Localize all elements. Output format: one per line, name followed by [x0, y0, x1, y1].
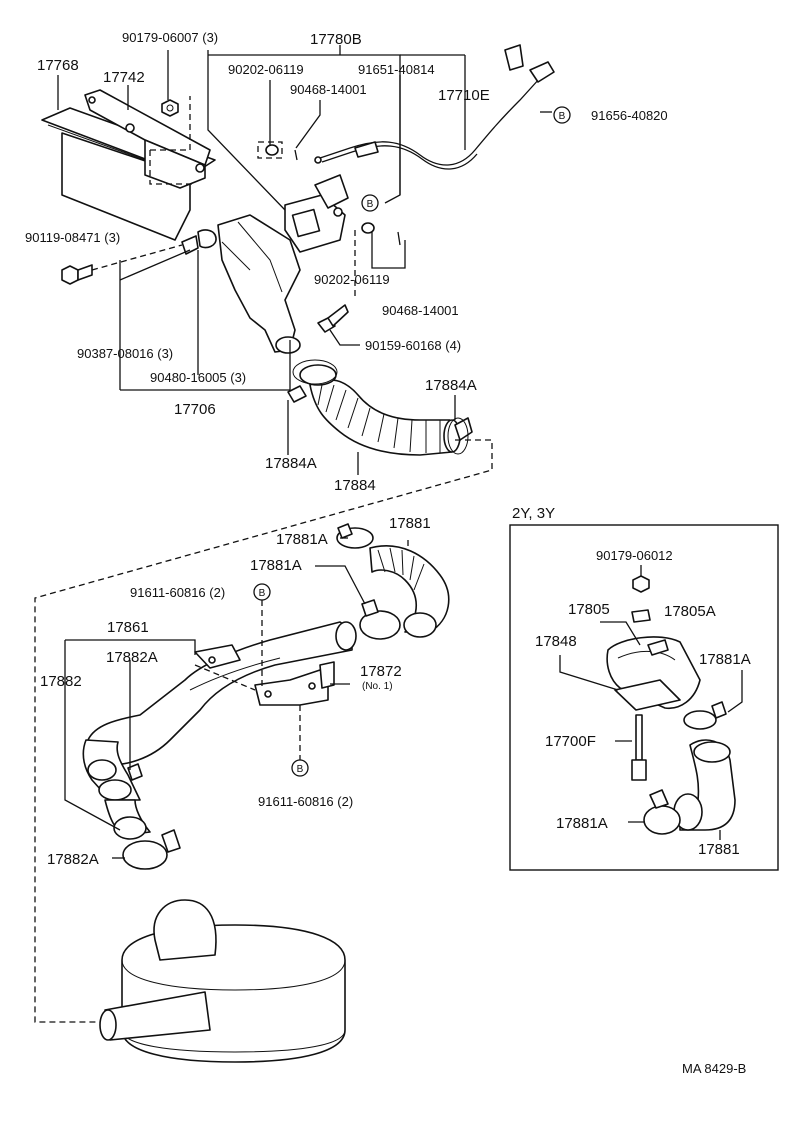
- clamp-17881A-a: [336, 523, 374, 549]
- reference-code: MA 8429-B: [682, 1061, 746, 1076]
- resonator-17861: [87, 621, 357, 766]
- label-90468-14001-top: 90468-14001: [290, 82, 367, 97]
- label-17884: 17884: [334, 477, 376, 494]
- label-17882A-top: 17882A: [106, 649, 158, 666]
- flange-bracket: [194, 644, 241, 669]
- washer-90202-06119-mid: [361, 222, 375, 234]
- label-90468-14001-mid: 90468-14001: [382, 303, 459, 318]
- label-17706: 17706: [174, 401, 216, 418]
- label-17881-inset: 17881: [698, 841, 740, 858]
- bracket-17742: [84, 89, 211, 189]
- marker-b-lower-bot: B: [291, 759, 309, 777]
- svg-text:B: B: [297, 764, 304, 775]
- label-17881A-inset-top: 17881A: [699, 651, 751, 668]
- stud-17700F: [631, 714, 647, 781]
- label-90179-06012: 90179-06012: [596, 548, 673, 563]
- marker-b-lower-top: B: [253, 583, 271, 601]
- marker-b-top-right: B: [553, 106, 571, 124]
- label-17884A-left: 17884A: [265, 455, 317, 472]
- svg-text:B: B: [259, 588, 266, 599]
- label-17882A-bot: 17882A: [47, 851, 99, 868]
- cable-17710E: [314, 44, 555, 170]
- nut-90179-06007: [161, 99, 179, 117]
- label-17848: 17848: [535, 633, 577, 650]
- clamp-17882A-top: [127, 763, 143, 781]
- svg-text:B: B: [559, 111, 566, 122]
- gasket-17848: [614, 679, 681, 711]
- label-91611-60816-bot: 91611-60816 (2): [258, 794, 353, 809]
- svg-text:B: B: [367, 199, 374, 210]
- hose-17881-inset: [673, 739, 736, 831]
- label-17710E: 17710E: [438, 87, 490, 104]
- label-90179-06007: 90179-06007 (3): [122, 30, 218, 45]
- label-17881-top: 17881: [389, 515, 431, 532]
- hose-17881-main: [369, 545, 450, 638]
- label-17882: 17882: [40, 673, 82, 690]
- label-17742: 17742: [103, 69, 145, 86]
- inset-title: 2Y, 3Y: [512, 505, 555, 522]
- air-cleaner-housing: [99, 899, 346, 1063]
- label-17881A-b: 17881A: [250, 557, 302, 574]
- label-17881A-a: 17881A: [276, 531, 328, 548]
- label-17872: 17872: [360, 663, 402, 680]
- clamp-17884A-left: [287, 359, 338, 403]
- clamp-17882A-bot: [122, 829, 181, 870]
- clamp-17881A-inset-top: [683, 701, 727, 730]
- label-17805: 17805: [568, 601, 610, 618]
- cushion-17805A: [631, 609, 651, 623]
- grommet-90480-16005: [197, 229, 217, 249]
- label-90119-08471: 90119-08471 (3): [25, 230, 120, 245]
- nut-90179-06012: [632, 575, 650, 593]
- label-90387-08016: 90387-08016 (3): [77, 346, 173, 361]
- label-17884A-right: 17884A: [425, 377, 477, 394]
- clamp-17884A-right: [447, 417, 473, 455]
- label-91656-40820: 91656-40820: [591, 108, 668, 123]
- hose-17882: [82, 739, 151, 840]
- bolt-90159-60168: [317, 304, 349, 333]
- label-90202-06119-top: 90202-06119: [228, 62, 304, 77]
- label-91651-40814: 91651-40814: [358, 62, 435, 77]
- air-duct-17706: [217, 214, 301, 354]
- clip-90468-14001-mid: [397, 231, 401, 246]
- label-90202-06119-mid: 90202-06119: [314, 272, 390, 287]
- valve-body-17780B: [284, 174, 349, 253]
- label-17805A: 17805A: [664, 603, 716, 620]
- bolt-90119-08471: [61, 264, 93, 285]
- clip-90468-14001-top: [294, 149, 298, 161]
- label-17700F: 17700F: [545, 733, 596, 750]
- label-17872-no: (No. 1): [362, 681, 393, 692]
- label-90159-60168: 90159-60168 (4): [365, 338, 461, 353]
- collar-90387-08016: [181, 235, 199, 255]
- label-91611-60816-top: 91611-60816 (2): [130, 585, 225, 600]
- washer-90202-06119-top: [265, 144, 279, 156]
- label-90480-16005: 90480-16005 (3): [150, 370, 246, 385]
- label-17881A-inset-bot: 17881A: [556, 815, 608, 832]
- label-17780B: 17780B: [310, 31, 362, 48]
- clamp-17881A-b: [359, 599, 401, 640]
- clamp-17881A-inset-bot: [643, 789, 681, 835]
- label-17861: 17861: [107, 619, 149, 636]
- bracket-17872: [254, 661, 335, 706]
- marker-b-mid: B: [361, 194, 379, 212]
- label-17768: 17768: [37, 57, 79, 74]
